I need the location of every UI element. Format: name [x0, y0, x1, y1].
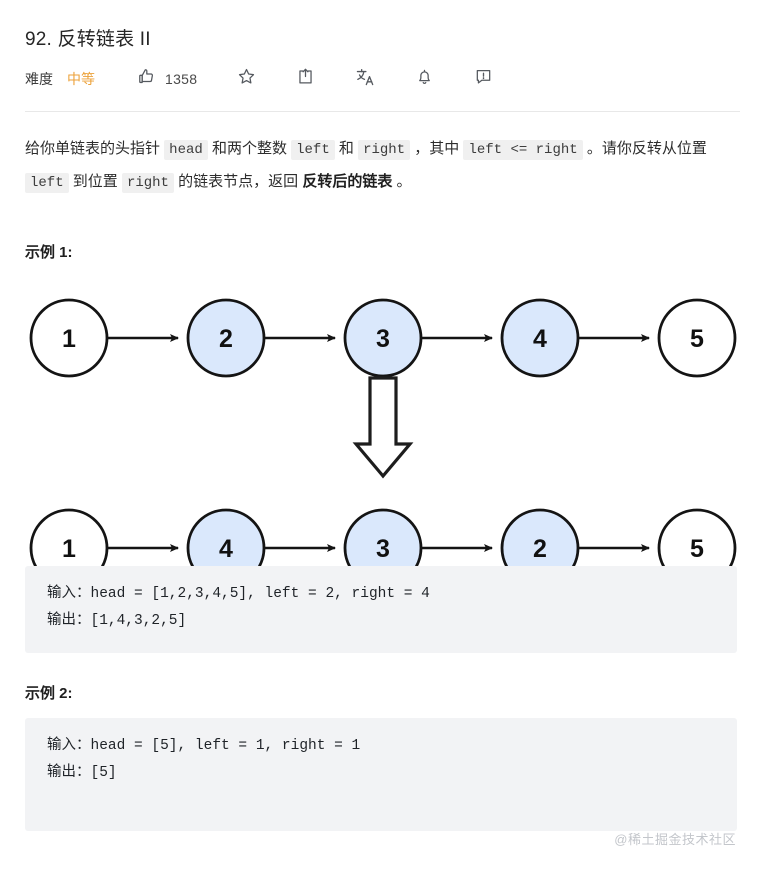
- code-chip-left-le-right: left <= right: [463, 140, 583, 160]
- desc-text-6: 到位置: [68, 173, 122, 190]
- code-chip-head: head: [164, 140, 208, 160]
- linked-list-node-value: 3: [376, 325, 390, 353]
- code-chip-right: right: [358, 140, 411, 160]
- notification-button[interactable]: [415, 67, 434, 91]
- linked-list-before: 1 2 3 4 5: [29, 298, 737, 378]
- share-button[interactable]: [296, 67, 315, 91]
- code-chip-right-2: right: [121, 173, 174, 193]
- desc-emphasis: 反转后的链表: [302, 173, 393, 190]
- bell-icon: [415, 67, 434, 91]
- linked-list-node-value: 4: [533, 325, 547, 353]
- linked-list-after: 1 4 3 2 5: [29, 508, 737, 566]
- linked-list-node: [500, 508, 580, 566]
- linked-list-node: [29, 508, 109, 566]
- report-button[interactable]: [474, 67, 493, 91]
- example-1-input: 输入：head = [1,2,3,4,5], left = 2, right =…: [47, 586, 430, 602]
- like-button[interactable]: 1358: [137, 67, 197, 91]
- linked-list-node: [500, 298, 580, 378]
- desc-text-5: 。请你反转从位置: [582, 140, 707, 157]
- header-divider: [25, 111, 740, 112]
- linked-list-node-value: 5: [690, 535, 704, 563]
- linked-list-node: [186, 298, 266, 378]
- problem-description: 给你单链表的头指针 head 和两个整数 left 和 right ，其中 le…: [0, 112, 766, 199]
- linked-list-node-value: 1: [62, 325, 76, 353]
- transform-arrow: [352, 376, 414, 479]
- linked-list-node-value: 4: [219, 535, 233, 563]
- linked-list-node: [29, 298, 109, 378]
- watermark: @稀土掘金技术社区: [614, 832, 736, 847]
- report-icon: [474, 67, 493, 91]
- problem-meta-row: 难度 中等 1358: [0, 51, 766, 93]
- desc-text-8: 。: [392, 173, 412, 190]
- example-1-output: 输出：[1,4,3,2,5]: [47, 613, 187, 629]
- linked-list-node: [343, 298, 423, 378]
- linked-list-node-value: 5: [690, 325, 704, 353]
- example-2-input: 输入：head = [5], left = 1, right = 1: [47, 738, 361, 754]
- linked-list-node: [186, 508, 266, 566]
- example-1-code-block: 输入：head = [1,2,3,4,5], left = 2, right =…: [25, 566, 737, 653]
- linked-list-node-value: 2: [533, 535, 547, 563]
- thumbs-up-icon: [137, 67, 156, 91]
- desc-text-4: ，其中: [410, 140, 464, 157]
- linked-list-node: [343, 508, 423, 566]
- linked-list-node-value: 1: [62, 535, 76, 563]
- linked-list-node: [657, 298, 737, 378]
- code-chip-left-2: left: [25, 173, 69, 193]
- example-2-output: 输出：[5]: [47, 765, 117, 781]
- difficulty-label: 难度: [25, 71, 53, 87]
- linked-list-node-value: 3: [376, 535, 390, 563]
- linked-list-svg: 1 2 3 4 5 1 4 3 2 5: [29, 298, 737, 566]
- example-1-heading: 示例 1:: [25, 244, 73, 261]
- translate-icon: [355, 67, 375, 92]
- desc-text-7: 的链表节点，返回: [173, 173, 303, 190]
- linked-list-node: [657, 508, 737, 566]
- example-2-heading: 示例 2:: [25, 685, 73, 702]
- code-chip-left: left: [291, 140, 335, 160]
- difficulty-value: 中等: [67, 71, 95, 87]
- desc-text-1: 给你单链表的头指针: [25, 140, 165, 157]
- share-icon: [296, 67, 315, 91]
- desc-text-3: 和: [334, 140, 359, 157]
- page-title: 92. 反转链表 II: [25, 29, 151, 50]
- like-count: 1358: [165, 71, 198, 87]
- star-icon: [237, 67, 256, 91]
- problem-page: 92. 反转链表 II 难度 中等 1358: [0, 29, 766, 847]
- example-2-code-block: 输入：head = [5], left = 1, right = 1 输出：[5…: [25, 718, 737, 831]
- translate-button[interactable]: [355, 67, 375, 92]
- linked-list-node-value: 2: [219, 325, 233, 353]
- linked-list-diagram: 1 2 3 4 5 1 4 3 2 5: [0, 276, 766, 566]
- favorite-button[interactable]: [237, 67, 256, 91]
- desc-text-2: 和两个整数: [207, 140, 292, 157]
